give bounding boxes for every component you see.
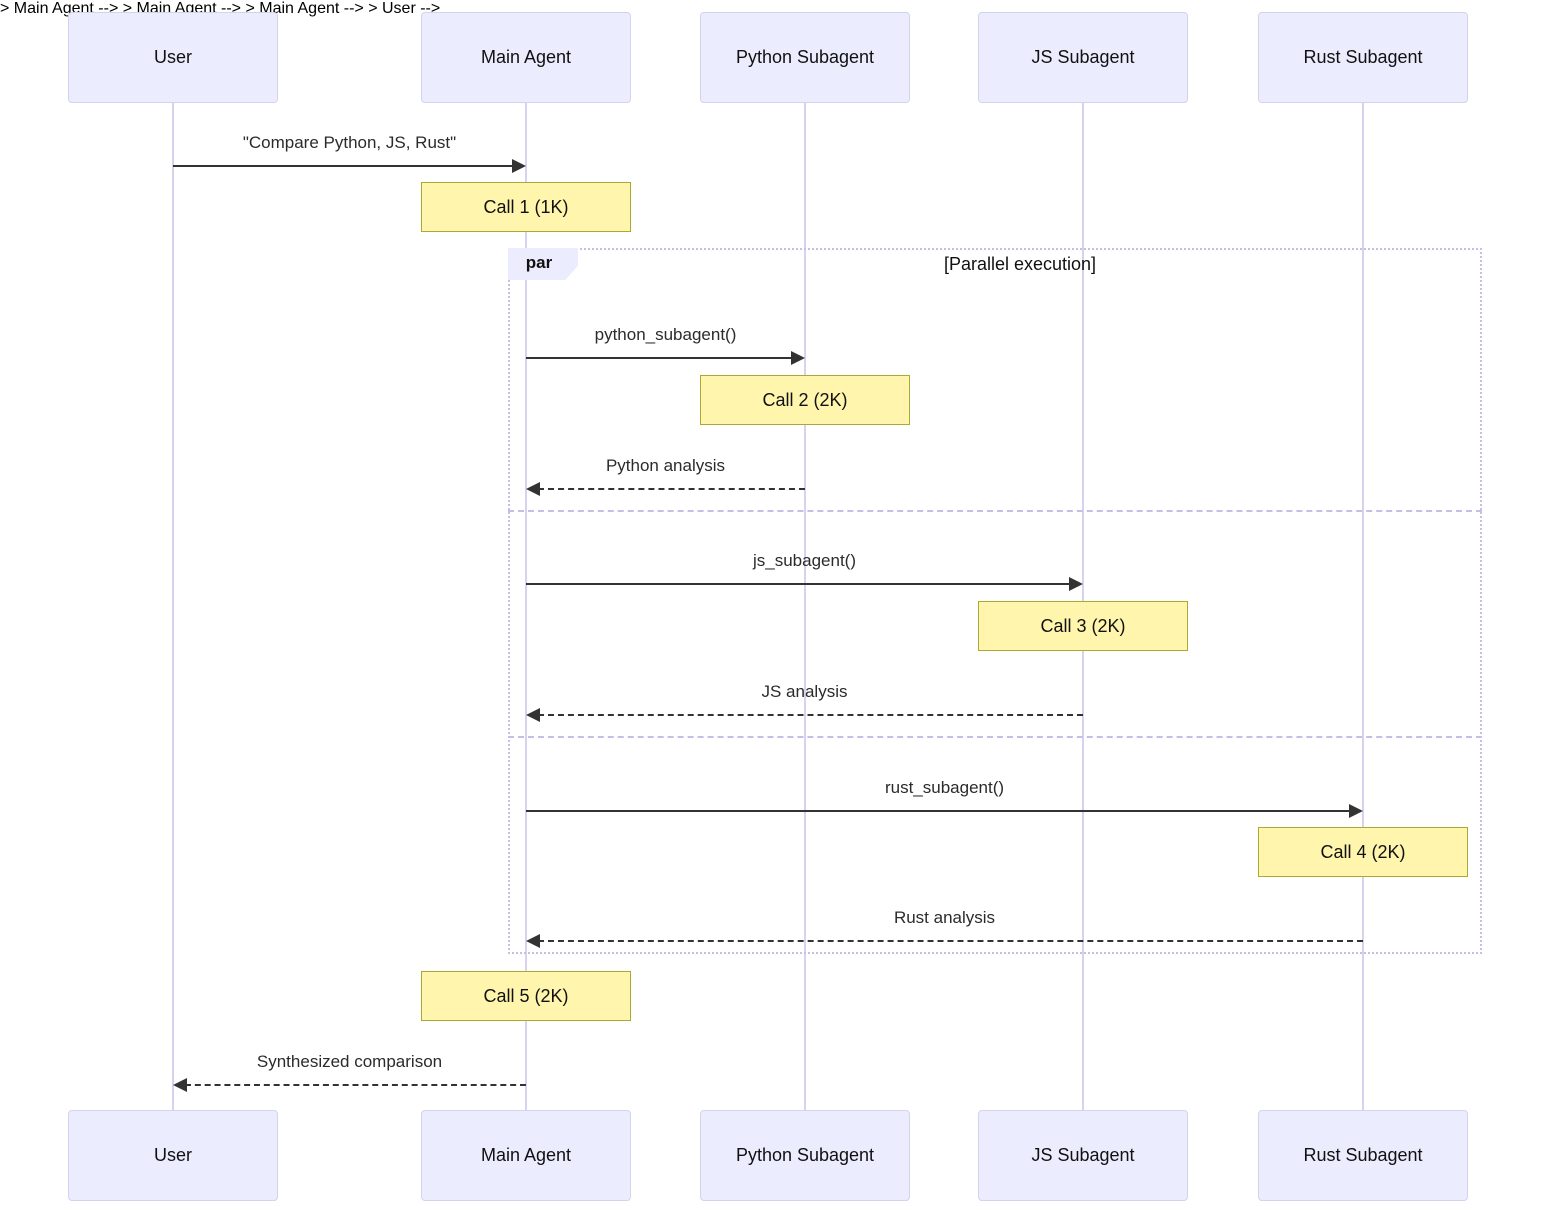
participant-user-bottom: User bbox=[68, 1110, 278, 1201]
participant-python-subagent-bottom: Python Subagent bbox=[700, 1110, 910, 1201]
participant-label: Python Subagent bbox=[735, 1145, 875, 1165]
arrowhead-icon bbox=[526, 934, 540, 948]
message-rust-analysis-line bbox=[538, 940, 1363, 942]
message-python-analysis-label: Python analysis bbox=[605, 456, 726, 475]
lifeline-rust-subagent bbox=[1362, 103, 1364, 1110]
lifeline-main-agent bbox=[525, 103, 527, 1110]
lifeline-user bbox=[172, 103, 174, 1110]
participant-label: User bbox=[153, 1145, 192, 1165]
note-call-2: Call 2 (2K) bbox=[700, 375, 910, 425]
participant-label: JS Subagent bbox=[1031, 47, 1135, 67]
arrowhead-icon bbox=[526, 708, 540, 722]
participant-label: Python Subagent bbox=[735, 47, 875, 67]
lifeline-python-subagent bbox=[804, 103, 806, 1110]
participant-rust-subagent-bottom: Rust Subagent bbox=[1258, 1110, 1468, 1201]
arrowhead-icon bbox=[791, 351, 805, 365]
message-rust-subagent-call-line bbox=[526, 810, 1355, 812]
participant-label: Main Agent bbox=[480, 47, 572, 67]
note-label: Call 3 (2K) bbox=[1040, 615, 1126, 636]
par-block bbox=[508, 248, 1482, 954]
message-python-subagent-call-line bbox=[526, 357, 797, 359]
participant-label: Rust Subagent bbox=[1303, 1145, 1423, 1165]
participant-label: Rust Subagent bbox=[1303, 47, 1423, 67]
message-python-analysis-line bbox=[538, 488, 805, 490]
arrowhead-icon bbox=[512, 159, 526, 173]
note-label: Call 2 (2K) bbox=[762, 389, 848, 410]
participant-label: User bbox=[153, 47, 192, 67]
par-label: par bbox=[508, 248, 578, 280]
note-label: Call 1 (1K) bbox=[483, 196, 569, 217]
arrowhead-icon bbox=[1069, 577, 1083, 591]
note-call-1: Call 1 (1K) bbox=[421, 182, 631, 232]
message-js-analysis-line bbox=[538, 714, 1083, 716]
par-condition-label: [Parallel execution] bbox=[943, 254, 1097, 274]
arrowhead-icon bbox=[173, 1078, 187, 1092]
message-js-subagent-call-line bbox=[526, 583, 1075, 585]
participant-js-subagent-top: JS Subagent bbox=[978, 12, 1188, 103]
note-call-4: Call 4 (2K) bbox=[1258, 827, 1468, 877]
participant-main-agent-top: Main Agent bbox=[421, 12, 631, 103]
note-call-3: Call 3 (2K) bbox=[978, 601, 1188, 651]
arrowhead-icon bbox=[1349, 804, 1363, 818]
message-js-subagent-call-label: js_subagent() bbox=[752, 551, 856, 570]
message-rust-subagent-call-label: rust_subagent() bbox=[884, 778, 1005, 797]
participant-rust-subagent-top: Rust Subagent bbox=[1258, 12, 1468, 103]
par-divider bbox=[508, 736, 1482, 738]
participant-python-subagent-top: Python Subagent bbox=[700, 12, 910, 103]
message-rust-analysis-label: Rust analysis bbox=[893, 908, 996, 927]
message-compare-request-line bbox=[173, 165, 518, 167]
message-python-subagent-call-label: python_subagent() bbox=[594, 325, 737, 344]
participant-label: Main Agent bbox=[480, 1145, 572, 1165]
note-call-5: Call 5 (2K) bbox=[421, 971, 631, 1021]
message-js-analysis-label: JS analysis bbox=[761, 682, 848, 701]
message-synthesized-comparison-line bbox=[185, 1084, 526, 1086]
message-compare-request-label: "Compare Python, JS, Rust" bbox=[242, 133, 457, 152]
par-divider bbox=[508, 510, 1482, 512]
participant-js-subagent-bottom: JS Subagent bbox=[978, 1110, 1188, 1201]
note-label: Call 5 (2K) bbox=[483, 985, 569, 1006]
message-synthesized-comparison-label: Synthesized comparison bbox=[256, 1052, 443, 1071]
participant-main-agent-bottom: Main Agent bbox=[421, 1110, 631, 1201]
participant-user-top: User bbox=[68, 12, 278, 103]
arrowhead-icon bbox=[526, 482, 540, 496]
note-label: Call 4 (2K) bbox=[1320, 841, 1406, 862]
participant-label: JS Subagent bbox=[1031, 1145, 1135, 1165]
